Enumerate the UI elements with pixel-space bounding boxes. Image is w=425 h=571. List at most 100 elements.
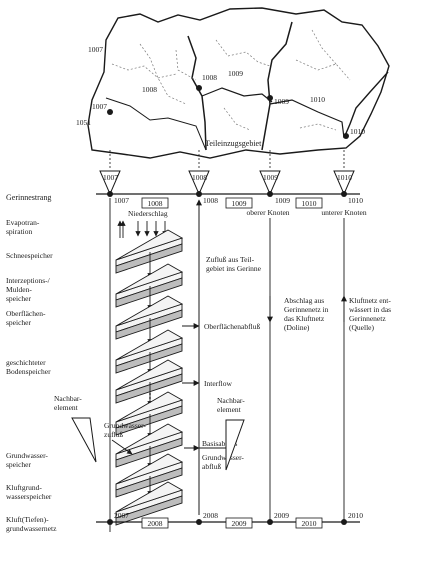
text-line: (Doline) — [284, 323, 310, 332]
channel-reach-1008: 1008 — [148, 199, 163, 208]
map-label-1009: 1009 — [228, 69, 243, 78]
label-neighbor-left: Nachbar-element — [54, 394, 82, 412]
label-karst-network: Kluft(Tiefen)-grundwassernetz — [6, 515, 57, 533]
ellipsis-dot — [149, 401, 151, 403]
label-groundwater-storage: Grundwasser-speicher — [6, 451, 48, 469]
karst-reach-2009: 2009 — [232, 519, 247, 528]
text-line: speicher — [6, 294, 31, 303]
lower-node-label: unterer Knoten — [321, 208, 366, 217]
text-line: wässert in das — [349, 305, 391, 314]
surface-runoff-label: Oberflächenabfluß — [204, 322, 260, 331]
storage-slab-base — [115, 243, 183, 274]
interflow-label: Interflow — [204, 379, 232, 388]
funnel-triangles — [99, 170, 355, 196]
text-line: element — [54, 403, 79, 412]
storage-slab-base — [115, 405, 183, 436]
storage-slab-base — [115, 373, 183, 404]
map-node-1009: 1009 — [274, 97, 289, 106]
subcatchment-label: Teileinzugsgebiet — [205, 139, 262, 148]
ellipsis-dot — [149, 393, 151, 395]
inflow-label: Zufluß aus Teil-gebiet ins Gerinne — [206, 255, 262, 273]
storage-wedge — [115, 453, 184, 485]
text-line: spiration — [6, 227, 32, 236]
map-node-1010: 1010 — [350, 127, 365, 136]
channel-node-1010: 1010 — [348, 196, 363, 205]
storage-slab-base — [115, 309, 183, 340]
neighbor-element-left — [71, 417, 97, 463]
text-line: abfluß — [202, 462, 221, 471]
map-label-1008: 1008 — [142, 85, 157, 94]
storage-wedge — [115, 329, 184, 361]
karst-network-row: 2007 2008 2009 2010 2008 2009 2010 — [96, 511, 363, 529]
storage-slab-base — [115, 437, 183, 468]
storage-wedge — [115, 359, 184, 391]
text-line: Gerinnenetz — [349, 314, 386, 323]
map-label-1007: 1007 — [88, 45, 103, 54]
upper-node-label: oberer Knoten — [246, 208, 289, 217]
storage-wedge — [115, 295, 184, 327]
storage-wedge — [115, 423, 184, 455]
text-line: Bodenspeicher — [6, 367, 51, 376]
text-line: grundwassernetz — [6, 524, 57, 533]
base-flow-label: Basisabfluß — [202, 439, 238, 448]
storage-wedge — [115, 229, 184, 261]
evapotranspiration-arrows — [117, 220, 126, 238]
storage-slab-base — [115, 277, 183, 308]
text-line: speicher — [6, 318, 31, 327]
text-line: element — [217, 405, 242, 414]
funnel-label-1008: 1008 — [192, 173, 207, 182]
karst-reach-2008: 2008 — [148, 519, 163, 528]
map-outlet-1051: 1051 — [76, 118, 91, 127]
text-line: wasserspeicher — [6, 492, 52, 501]
storage-labels: Evapotran-spiration Schneespeicher Inter… — [6, 218, 82, 533]
storage-slab-base — [115, 495, 183, 526]
storage-wedge — [115, 263, 184, 295]
channel-node-1007: 1007 — [114, 196, 129, 205]
neighbor-element-right — [225, 419, 245, 471]
groundwater-outflow-label: Grundwasser-abfluß — [202, 453, 244, 471]
label-interception-storage: Interzeptions-/Mulden-speicher — [6, 276, 51, 303]
karst-node-2010: 2010 — [348, 511, 363, 520]
channel-reach-1009: 1009 — [232, 199, 247, 208]
storage-wedge — [115, 481, 184, 513]
catchment-outline — [87, 7, 390, 159]
storage-wedge — [115, 391, 184, 423]
label-snow-storage: Schneespeicher — [6, 251, 53, 260]
karst-node-2008: 2008 — [203, 511, 218, 520]
text-line: gebiet ins Gerinne — [206, 264, 262, 273]
storage-slab-base — [115, 467, 183, 498]
ellipsis-dot — [149, 397, 151, 399]
text-line: Mulden- — [6, 285, 32, 294]
storage-slab-base — [115, 343, 183, 374]
storage-stack — [115, 229, 184, 526]
channel-node-1008: 1008 — [203, 196, 218, 205]
text-line: speicher — [6, 460, 31, 469]
map-node-1007: 1007 — [92, 102, 107, 111]
groundwater-inflow-label: Grundwasser-zufluß — [104, 421, 146, 439]
karst-reach-2010: 2010 — [302, 519, 317, 528]
label-surface-storage: Oberflächen-speicher — [6, 309, 46, 327]
funnel-label-1009: 1009 — [263, 173, 278, 182]
text-line: das Kluftnetz — [284, 314, 325, 323]
catchment-map: 1007 1008 1009 1010 1007 1008 1009 1010 … — [76, 7, 390, 159]
subcatchment-labels: 1007 1008 1009 1010 — [88, 45, 325, 104]
map-label-1010: 1010 — [310, 95, 325, 104]
text-line: (Quelle) — [349, 323, 374, 332]
channel-node-1009: 1009 — [275, 196, 290, 205]
precipitation-label: Niederschlag — [128, 209, 168, 218]
text-line: zufluß — [104, 430, 123, 439]
channel-reach-1010: 1010 — [302, 199, 317, 208]
channel-row: Gerinnestrang 1007 1008 1009 1010 1007 1… — [6, 170, 367, 217]
label-evapotranspiration: Evapotran-spiration — [6, 218, 40, 236]
neighbor-right-label: Nachbar-element — [217, 396, 245, 414]
text-line: Gerinnenetz in — [284, 305, 329, 314]
funnel-label-1010: 1010 — [337, 173, 352, 182]
karst-node-2007: 2007 — [114, 511, 129, 520]
funnel-label-1007: 1007 — [103, 173, 118, 182]
karst-node-2009: 2009 — [274, 511, 289, 520]
label-karst-groundwater-storage: Kluftgrund-wasserspeicher — [6, 483, 52, 501]
